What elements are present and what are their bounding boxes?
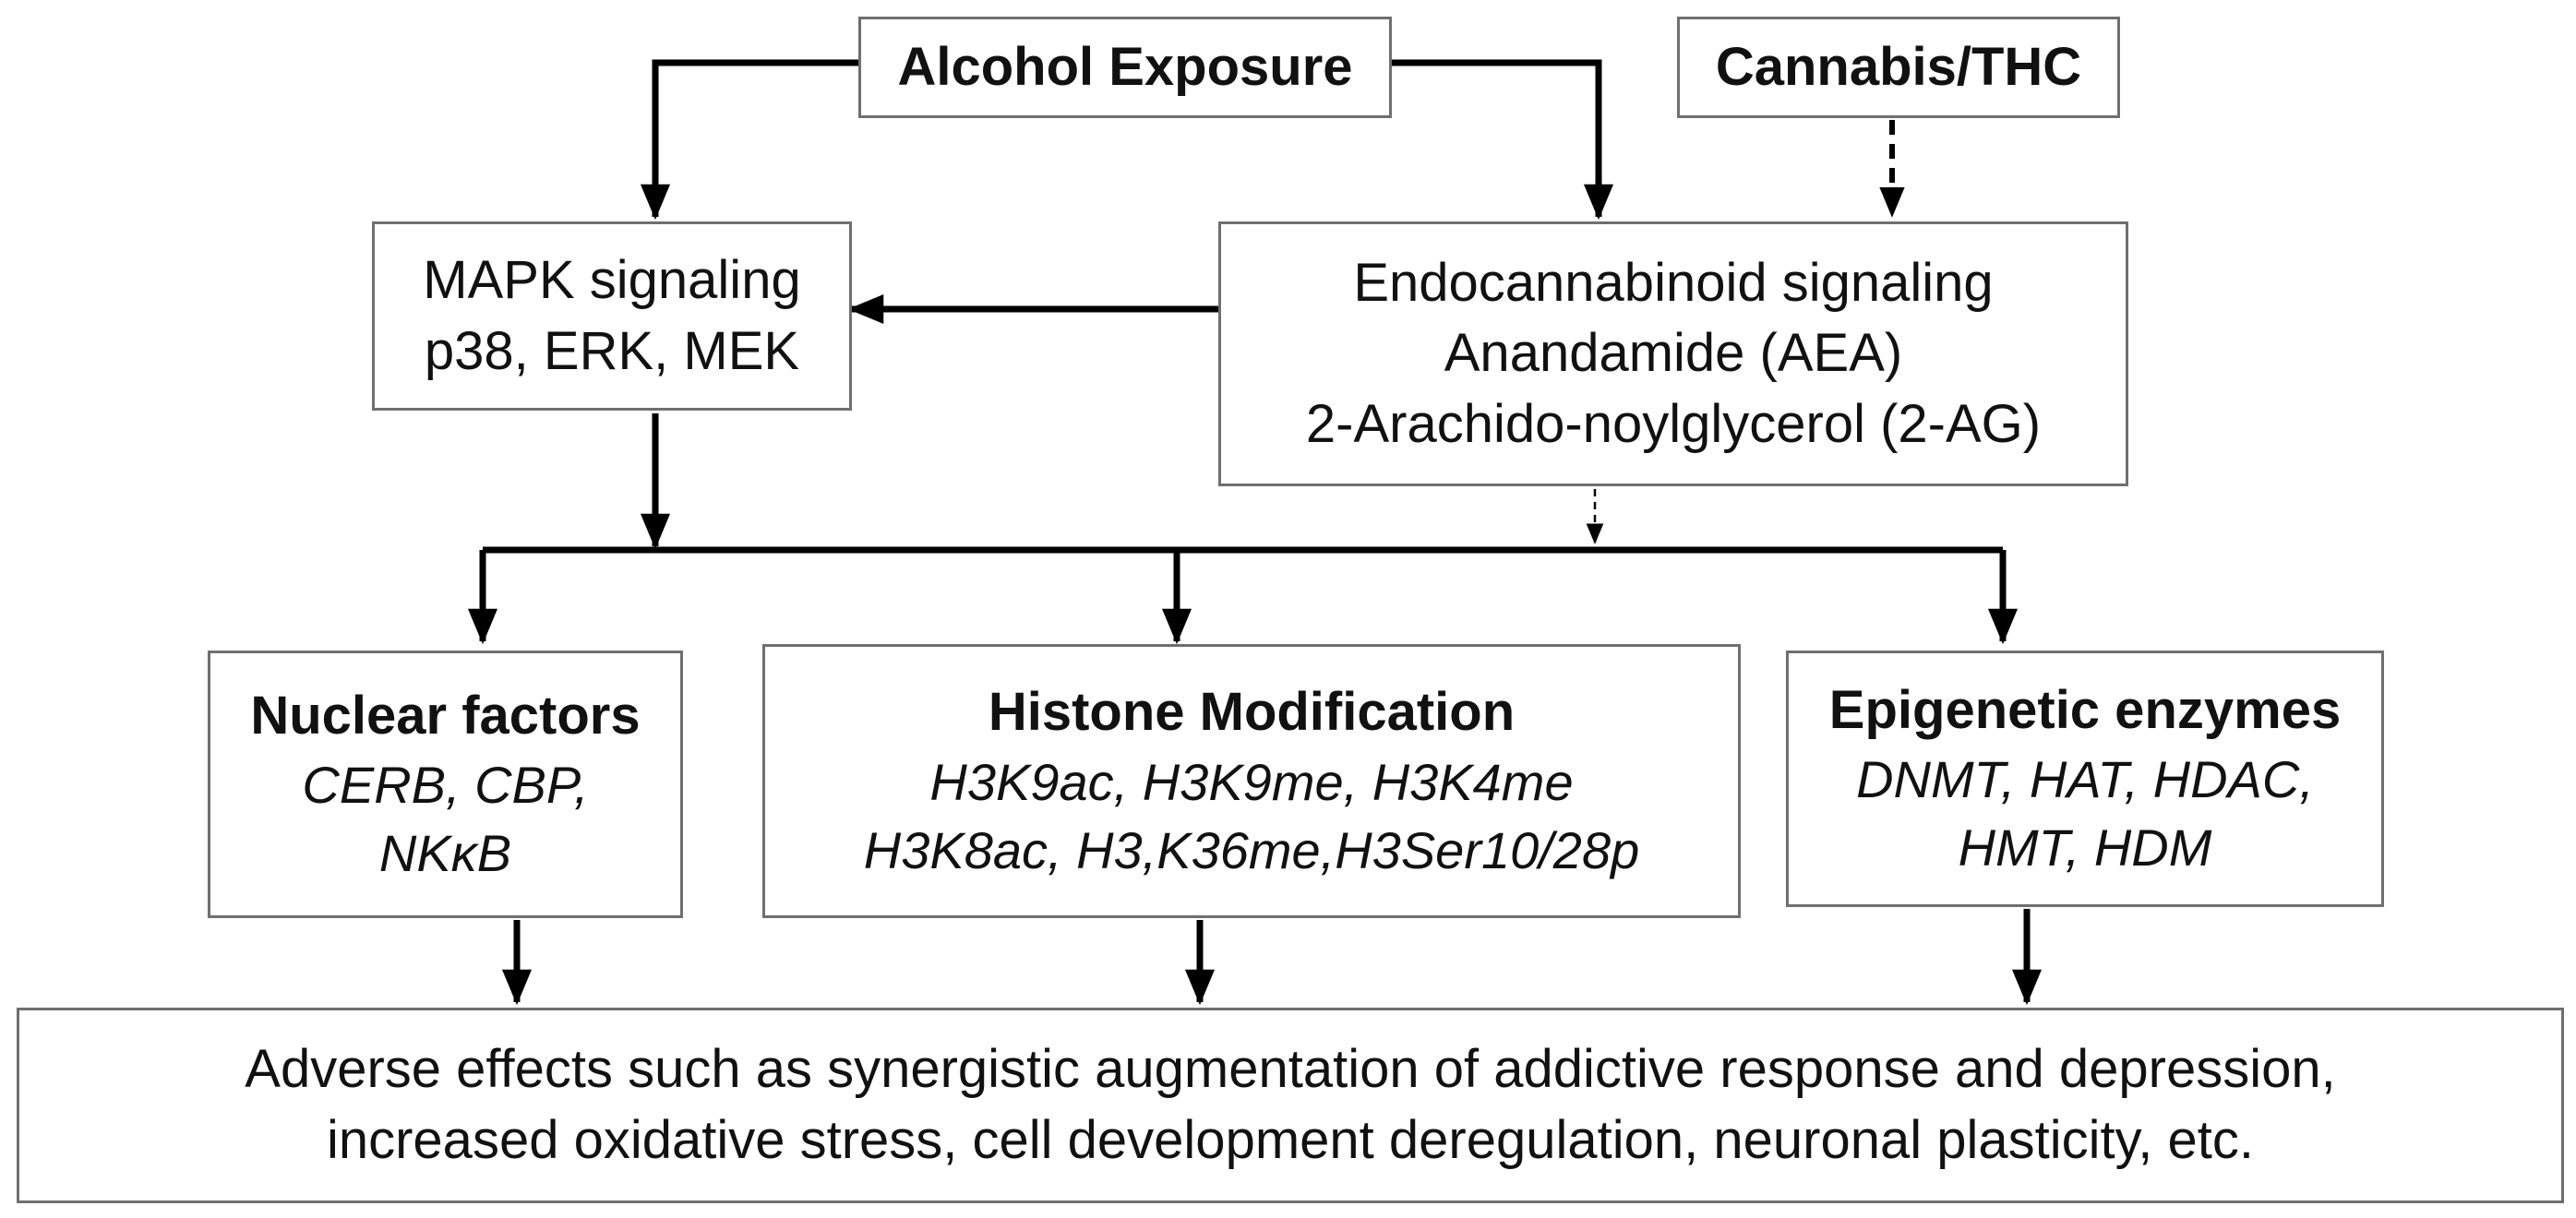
node-nuclear-item-2: NKκB [378, 824, 512, 883]
node-nuclear-item-1: CERB, CBP, [302, 756, 589, 815]
node-histone-modification: Histone Modification H3K9ac, H3K9me, H3K… [762, 644, 1741, 918]
node-endocannabinoid-line-2: Anandamide (AEA) [1444, 323, 1903, 384]
node-mapk-signaling: MAPK signaling p38, ERK, MEK [372, 221, 852, 411]
node-histone-item-1: H3K9ac, H3K9me, H3K4me [929, 752, 1574, 811]
node-adverse-line-1: Adverse effects such as synergistic augm… [245, 1039, 2336, 1100]
node-enzymes-title: Epigenetic enzymes [1828, 679, 2342, 740]
node-adverse-line-2: increased oxidative stress, cell develop… [326, 1110, 2255, 1170]
node-endocannabinoid-line-1: Endocannabinoid signaling [1353, 252, 1994, 313]
node-mapk-line-2: p38, ERK, MEK [424, 320, 800, 381]
edge-alcohol-to-mapk [640, 59, 858, 221]
node-histone-title: Histone Modification [988, 682, 1516, 743]
node-adverse-effects: Adverse effects such as synergistic augm… [17, 1008, 2564, 1203]
node-nuclear-factors: Nuclear factors CERB, CBP, NKκB [208, 651, 683, 918]
node-histone-item-2: H3K8ac, H3,K36me,H3Ser10/28p [863, 820, 1640, 879]
node-cannabis-thc: Cannabis/THC [1677, 17, 2120, 118]
node-epigenetic-enzymes: Epigenetic enzymes DNMT, HAT, HDAC, HMT,… [1786, 651, 2384, 907]
node-mapk-line-1: MAPK signaling [423, 249, 801, 310]
node-alcohol-exposure: Alcohol Exposure [858, 17, 1392, 118]
node-cannabis-title: Cannabis/THC [1715, 36, 2082, 97]
node-nuclear-title: Nuclear factors [250, 685, 641, 746]
edge-alcohol-to-endocannabinoid [1392, 59, 1614, 221]
node-enzymes-item-2: HMT, HDM [1958, 818, 2212, 878]
node-enzymes-item-1: DNMT, HAT, HDAC, [1856, 750, 2314, 809]
node-alcohol-title: Alcohol Exposure [897, 36, 1353, 97]
node-endocannabinoid-signaling: Endocannabinoid signaling Anandamide (AE… [1218, 221, 2128, 486]
node-endocannabinoid-line-3: 2-Arachido-noylglycerol (2-AG) [1305, 393, 2042, 454]
